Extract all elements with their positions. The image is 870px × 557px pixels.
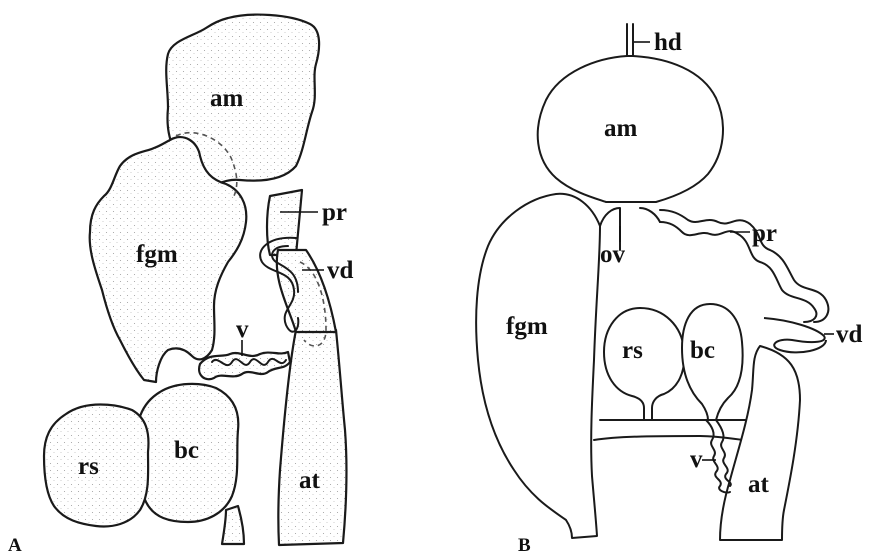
a-label-vd: vd <box>327 257 354 284</box>
panel-a-label: A <box>8 535 22 556</box>
b-label-rs: rs <box>622 337 643 364</box>
a-label-v: v <box>236 316 249 343</box>
panel-a: am fgm pr vd v rs bc at A <box>8 15 354 556</box>
a-label-pr: pr <box>322 199 347 226</box>
b-basal-wall <box>594 436 760 442</box>
a-label-am: am <box>210 85 244 112</box>
b-label-ov: ov <box>600 241 626 268</box>
a-label-at: at <box>299 467 321 494</box>
b-prostate-duct <box>660 222 816 322</box>
b-oviduct-junction <box>600 208 660 226</box>
b-vagina-coil <box>706 420 730 493</box>
b-female-gland-mass-shape <box>476 194 600 538</box>
b-label-v: v <box>690 446 703 473</box>
a-label-bc: bc <box>174 437 199 464</box>
b-label-bc: bc <box>690 337 715 364</box>
b-vagina-coil-inner <box>716 420 731 486</box>
b-label-fgm: fgm <box>506 313 548 340</box>
b-label-at: at <box>748 471 770 498</box>
a-label-fgm: fgm <box>136 241 178 268</box>
panel-b: hd am ov pr fgm rs bc vd v at B <box>476 24 862 556</box>
b-label-hd: hd <box>654 29 682 56</box>
a-bursa-stalk <box>222 506 244 544</box>
b-label-pr: pr <box>752 220 777 247</box>
b-label-vd: vd <box>836 321 863 348</box>
b-label-am: am <box>604 115 638 142</box>
a-label-rs: rs <box>78 453 99 480</box>
panel-b-label: B <box>518 535 531 556</box>
a-vagina-shape <box>199 352 290 379</box>
b-hermaphrodite-duct <box>627 24 633 56</box>
b-prostate-duct-inner <box>660 210 828 322</box>
b-receptaculum-seminis-shape <box>604 308 684 420</box>
b-vas-deferens <box>764 318 826 352</box>
